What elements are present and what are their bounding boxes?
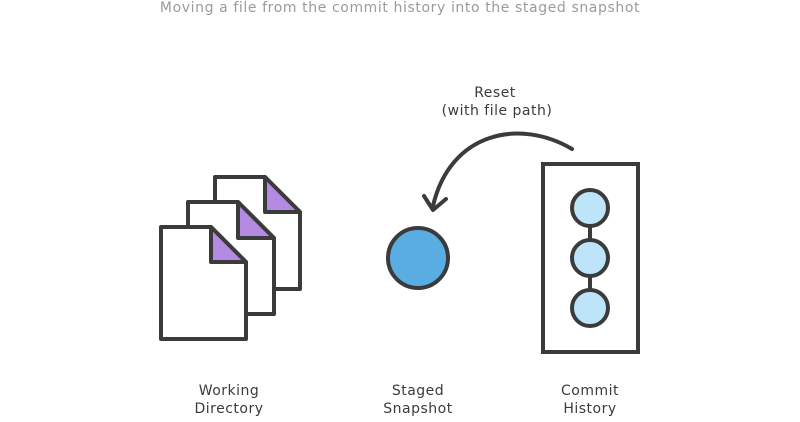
working-directory-label-line1: Working <box>199 383 260 399</box>
arrow-label-line1: Reset <box>474 85 516 101</box>
commit-history-label-line1: Commit <box>561 383 619 399</box>
staged-snapshot-label-line2: Snapshot <box>383 401 452 417</box>
working-directory-label-line2: Directory <box>194 401 263 417</box>
staged-snapshot-label-line1: Staged <box>392 383 444 399</box>
commit-history-box <box>541 162 640 354</box>
arrow-label-line2: (with file path) <box>442 103 553 119</box>
staged-snapshot-circle <box>386 226 450 290</box>
file-icon-front <box>159 225 248 341</box>
commit-node-icon <box>570 238 610 278</box>
commit-node-icon <box>570 288 610 328</box>
commit-node-icon <box>570 188 610 228</box>
diagram-caption: Moving a file from the commit history in… <box>159 0 641 16</box>
commit-history-label-line2: History <box>563 401 616 417</box>
curved-arrow-icon <box>422 131 574 212</box>
file-stack-icon <box>159 175 302 341</box>
